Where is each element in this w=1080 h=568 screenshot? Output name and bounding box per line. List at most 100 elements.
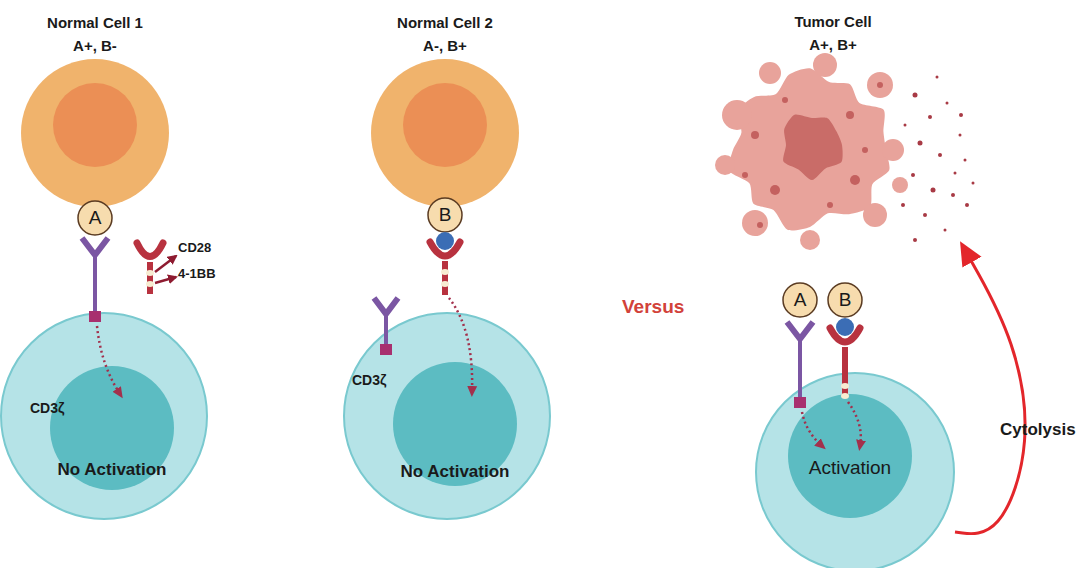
domain-label: CD28	[178, 240, 211, 255]
cell-heading: Tumor Cell	[760, 13, 906, 31]
antigen-name: A	[77, 200, 113, 236]
cell-debris	[928, 115, 932, 119]
cell-debris	[936, 76, 939, 79]
activation-status: Activation	[755, 456, 945, 480]
tumor-granule	[827, 202, 833, 208]
antigen-circle: A	[77, 200, 113, 236]
41bb-domain	[441, 281, 449, 287]
cell-debris	[911, 173, 915, 177]
antigen-outline	[783, 283, 817, 317]
cell-heading: Normal Cell 2	[350, 14, 540, 32]
cell-debris	[931, 188, 936, 193]
tumor-granule	[877, 82, 883, 88]
antigen-outline	[428, 198, 462, 232]
tumor-bleb	[715, 155, 735, 175]
leader-arrow	[155, 256, 176, 272]
tumor-granule	[757, 222, 763, 228]
antigen-profile: A-, B+	[350, 37, 540, 55]
receptor-stem	[442, 261, 448, 295]
ccr-receptor	[430, 242, 460, 256]
receptor-stem	[147, 262, 153, 294]
normal-cell: Normal Cell 2A-, B+	[370, 58, 520, 208]
cell-debris	[964, 159, 967, 162]
cell-membrane	[371, 59, 519, 207]
node-outline	[715, 55, 975, 250]
tumor-granule	[782, 97, 788, 103]
antigen-outline	[78, 201, 112, 235]
cell-debris	[946, 102, 949, 105]
t-cell-nucleus	[788, 394, 912, 518]
antigen-circle: B	[827, 282, 863, 318]
cell-nucleus	[53, 83, 137, 167]
41bb-domain	[146, 281, 154, 287]
cell-membrane	[21, 59, 169, 207]
scfv-receptor	[787, 322, 813, 339]
cell-debris	[918, 141, 923, 146]
tumor-granule	[770, 185, 780, 195]
cd28-domain	[441, 269, 449, 275]
cell-debris	[959, 113, 963, 117]
t-cell: No Activation	[0, 312, 208, 520]
node-outline	[370, 58, 520, 208]
antigen-binder	[436, 232, 454, 250]
tumor-nucleus	[783, 114, 843, 180]
node-outline	[0, 312, 208, 520]
antigen-name: A	[782, 282, 818, 318]
node-outline	[343, 312, 551, 520]
cell-debris	[913, 93, 918, 98]
activation-status: No Activation	[4, 460, 220, 480]
cell-debris	[959, 134, 962, 137]
cell-nucleus	[403, 83, 487, 167]
cell-debris	[901, 203, 905, 207]
cell-debris	[904, 124, 907, 127]
ccr-receptor	[830, 328, 860, 342]
comparison-word: Versus	[622, 296, 684, 318]
tumor-bleb	[882, 139, 904, 161]
receptor-stem	[93, 255, 97, 312]
t-cell: No Activation	[343, 312, 551, 520]
activation-status: No Activation	[347, 462, 563, 482]
cell-debris	[951, 193, 955, 197]
scfv-receptor	[374, 298, 398, 314]
cell-debris	[923, 213, 927, 217]
tumor-granule	[751, 131, 759, 139]
antigen-circle: B	[427, 197, 463, 233]
edge-label: Cytolysis	[1000, 420, 1076, 440]
antigen-name: B	[827, 282, 863, 318]
antigen-outline	[828, 283, 862, 317]
tumor-body	[728, 68, 889, 230]
domain-label: CD3ζ	[30, 400, 64, 416]
leader-arrow	[155, 277, 176, 283]
cell-debris	[944, 229, 947, 232]
cell-debris	[938, 153, 942, 157]
ccr-receptor	[137, 243, 163, 257]
tumor-granule	[862, 147, 868, 153]
tumor-bleb	[813, 53, 837, 77]
tumor-bleb	[863, 203, 887, 227]
domain-label: 4-1BB	[178, 266, 216, 281]
antigen-circle: A	[782, 282, 818, 318]
tumor-cell: Tumor CellA+, B+	[715, 55, 975, 250]
cell-debris	[965, 203, 969, 207]
tumor-granule	[846, 111, 854, 119]
tumor-bleb	[800, 230, 820, 250]
tumor-bleb	[742, 210, 768, 236]
tumor-bleb	[722, 100, 752, 130]
antigen-binder	[836, 318, 854, 336]
t-cell: Activation	[755, 372, 955, 568]
t-cell-membrane	[1, 313, 207, 519]
cd28-domain	[146, 270, 154, 276]
scfv-receptor	[82, 238, 108, 255]
t-cell-membrane	[344, 313, 550, 519]
antigen-profile: A+, B+	[760, 36, 906, 54]
cell-heading: Normal Cell 1	[0, 14, 190, 32]
t-cell-membrane	[756, 373, 954, 568]
cell-debris	[913, 238, 917, 242]
tumor-granule	[850, 175, 860, 185]
antigen-profile: A+, B-	[0, 37, 190, 55]
normal-cell: Normal Cell 1A+, B-	[20, 58, 170, 208]
cytolysis-arrow	[955, 250, 1025, 534]
cell-debris	[954, 172, 957, 175]
tumor-bleb	[867, 72, 893, 98]
tumor-bleb	[892, 177, 908, 193]
